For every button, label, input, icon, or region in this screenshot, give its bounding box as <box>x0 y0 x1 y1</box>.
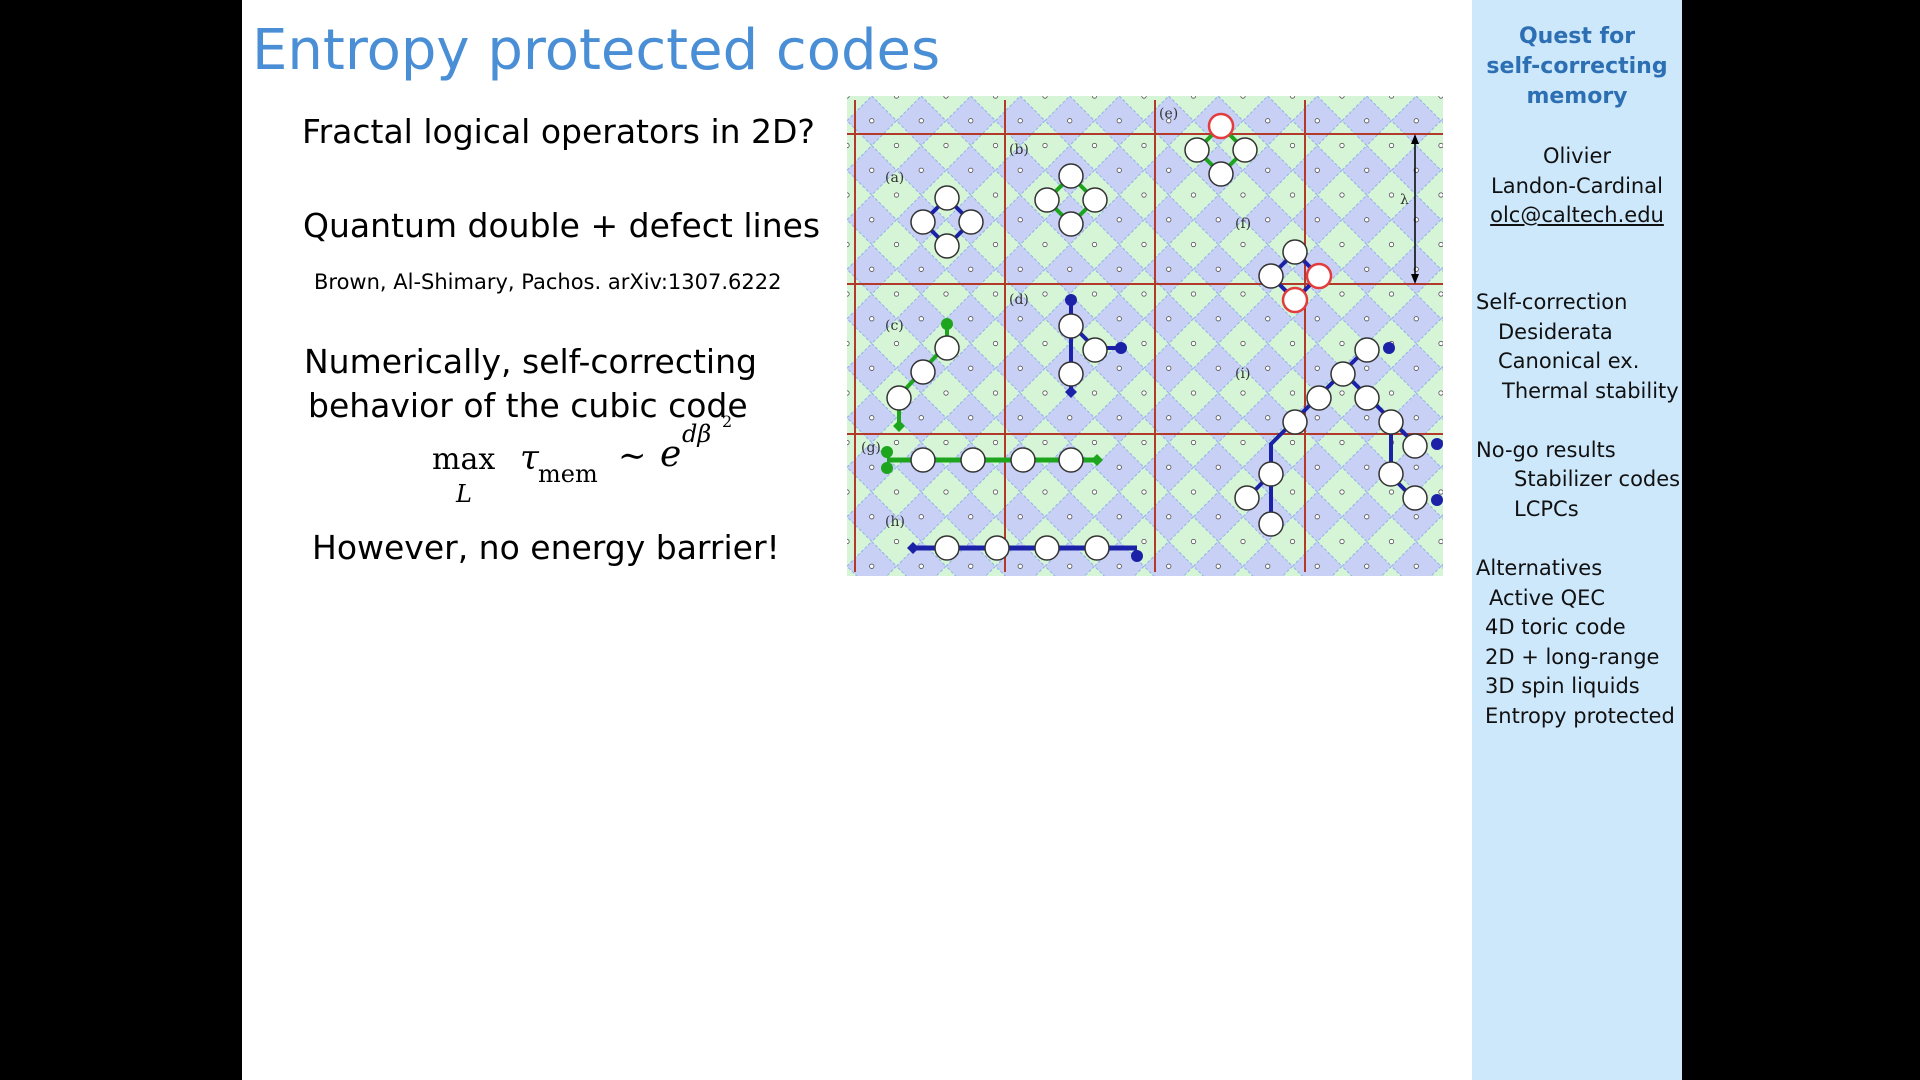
lattice-figure: λ (a) (b) (c) (d) (e) (f) (g) (h) (i) <box>847 96 1443 576</box>
section-no-go-results: No-go results <box>1476 438 1616 462</box>
lattice-background <box>847 96 1443 576</box>
panel-a-operator <box>910 185 984 259</box>
item-thermal-stability: Thermal stability <box>1502 379 1679 403</box>
panel-c-operator <box>886 318 960 432</box>
panel-d-operator <box>1058 294 1127 398</box>
panel-h-operator <box>907 535 1143 562</box>
item-entropy-protected: Entropy protected <box>1485 704 1675 728</box>
panel-label-i: (i) <box>1235 366 1250 382</box>
panel-label-e: (e) <box>1159 106 1178 122</box>
bullet-cubic-code: behavior of the cubic code <box>308 386 748 425</box>
panel-f-operator <box>1258 239 1333 314</box>
panel-label-g: (g) <box>861 440 881 456</box>
author-first-name: Olivier <box>1542 144 1611 168</box>
panel-label-d: (d) <box>1009 292 1029 308</box>
panel-label-c: (c) <box>885 318 904 334</box>
panel-label-h: (h) <box>885 514 905 530</box>
panel-label-f: (f) <box>1235 216 1251 232</box>
slide: Entropy protected codes Fractal logical … <box>242 0 1472 1080</box>
lambda-marker: λ <box>1400 134 1419 284</box>
reference-citation: Brown, Al-Shimary, Pachos. arXiv:1307.62… <box>314 270 782 294</box>
formula-exponent: dβ <box>682 420 712 448</box>
bullet-numerically: Numerically, self-correcting <box>304 342 757 381</box>
item-4d-toric-code: 4D toric code <box>1485 615 1626 639</box>
item-3d-spin-liquids: 3D spin liquids <box>1485 674 1640 698</box>
panel-label-b: (b) <box>1009 142 1029 158</box>
formula-sim: ∼ <box>618 436 647 476</box>
item-2d-long-range: 2D + long-range <box>1485 645 1660 669</box>
formula-mem: mem <box>538 460 598 488</box>
panel-label-a: (a) <box>885 170 904 186</box>
lambda-label: λ <box>1400 192 1409 208</box>
sidebar-heading-2: self-correcting <box>1486 54 1668 79</box>
bullet-energy-barrier: However, no energy barrier! <box>312 528 780 567</box>
formula-max: max <box>432 442 496 477</box>
section-alternatives: Alternatives <box>1476 556 1603 580</box>
slide-title: Entropy protected codes <box>252 18 941 83</box>
formula-power: 2 <box>722 412 733 431</box>
section-self-correction: Self-correction <box>1476 290 1628 314</box>
sidebar: Quest for self-correcting memory Olivier… <box>1472 0 1682 1080</box>
item-active-qec: Active QEC <box>1489 586 1606 610</box>
formula-tau: τ <box>520 438 539 478</box>
item-stabilizer-codes: Stabilizer codes <box>1514 467 1681 491</box>
panel-g-operator <box>881 446 1103 474</box>
item-canonical-ex: Canonical ex. <box>1498 349 1640 373</box>
formula-subscript: L <box>456 480 472 508</box>
sidebar-heading-1: Quest for <box>1518 24 1636 49</box>
panel-i-operator <box>1234 337 1443 537</box>
item-desiderata: Desiderata <box>1498 320 1613 344</box>
bullet-quantum-double: Quantum double + defect lines <box>303 206 821 245</box>
sidebar-heading-3: memory <box>1526 84 1628 109</box>
item-lcpcs: LCPCs <box>1514 497 1579 521</box>
defect-lines <box>847 100 1443 572</box>
author-email-link[interactable]: olc@caltech.edu <box>1490 203 1664 227</box>
formula-e: e <box>660 434 682 475</box>
author-last-name: Landon-Cardinal <box>1491 174 1663 198</box>
bullet-fractal: Fractal logical operators in 2D? <box>302 112 815 151</box>
panel-b-operator <box>1034 163 1108 237</box>
panel-e-operator <box>1184 112 1258 187</box>
